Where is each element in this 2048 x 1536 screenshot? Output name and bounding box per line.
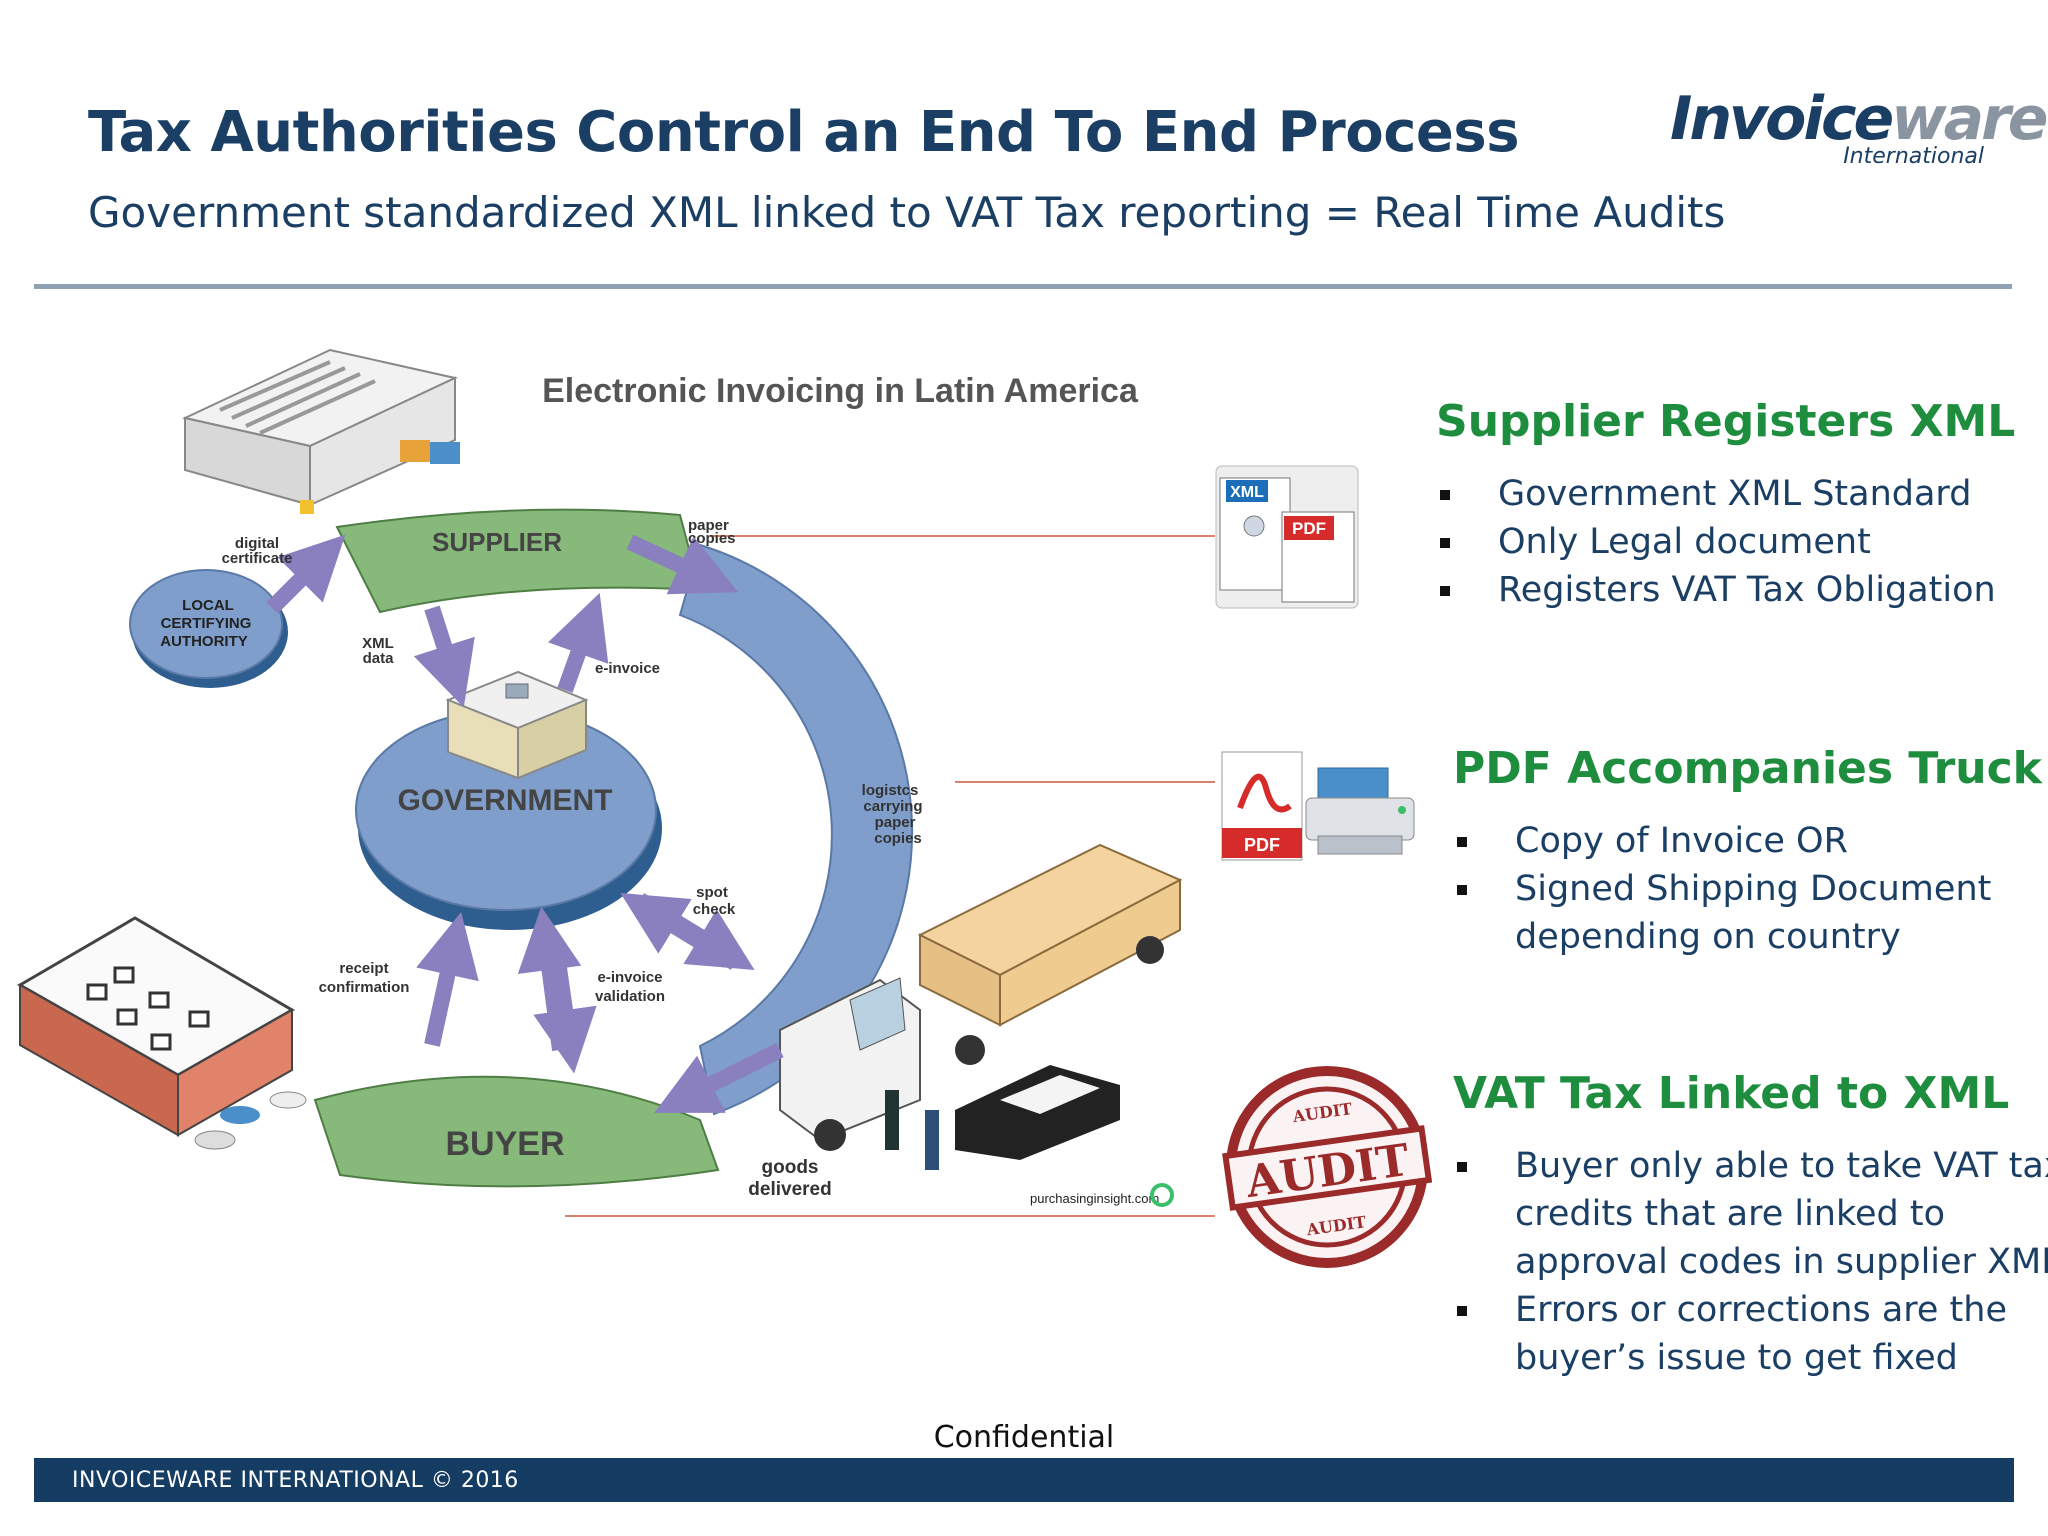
footer-copyright: INVOICEWARE INTERNATIONAL © 2016: [72, 1468, 519, 1493]
flow-arrows: [266, 534, 784, 1113]
logistics-label-3: paper: [875, 814, 916, 831]
logistics-label-4: copies: [874, 830, 922, 847]
buyer-node: [313, 1075, 720, 1188]
page-subtitle: Government standardized XML linked to VA…: [88, 188, 1726, 237]
xml-pdf-document-icon: XML PDF: [1215, 465, 1359, 609]
supplier-label: SUPPLIER: [432, 527, 562, 557]
section-pdf-title: PDF Accompanies Truck: [1453, 743, 2042, 794]
section-vat-title: VAT Tax Linked to XML: [1453, 1068, 2010, 1119]
logo-tagline: International: [1843, 144, 1984, 169]
bullet-item: Buyer only able to take VAT tax credits …: [1453, 1142, 2048, 1286]
source-logo-icon: [1150, 1183, 1174, 1207]
diagram-title: Electronic Invoicing in Latin America: [542, 372, 1139, 410]
bullet-line: buyer’s issue to get fixed: [1515, 1338, 1958, 1378]
invoiceware-logo: Invoiceware International: [1670, 84, 2048, 174]
receipt-label-2: confirmation: [319, 979, 410, 996]
e-invoicing-diagram: Electronic Invoicing in Latin America LO…: [16, 348, 1215, 1217]
pdf-printer-badge: PDF: [1244, 835, 1280, 855]
xml-data-label-1: XML: [362, 635, 394, 652]
logo-word-light: ware: [1891, 84, 2048, 154]
bullet-line: Buyer only able to take VAT tax: [1515, 1146, 2048, 1186]
government-building-illustration: [445, 670, 589, 780]
logo-word-dark: Invoice: [1670, 84, 1894, 154]
authority-label-2: CERTIFYING: [161, 615, 252, 632]
e-invoice-label: e-invoice: [595, 660, 660, 677]
source-credit: purchasinginsight.com: [1030, 1191, 1159, 1206]
bullet-line: depending on country: [1515, 917, 1901, 957]
section-supplier-title: Supplier Registers XML: [1436, 396, 2016, 447]
goods-label-2: delivered: [748, 1179, 831, 1200]
pdf-printer-icon: PDF: [1221, 751, 1415, 861]
truck-illustration: [779, 843, 1183, 1170]
digital-certificate-label-1: digital: [235, 535, 279, 552]
bullet-item: Only Legal document: [1436, 518, 1996, 566]
xml-data-label-2: data: [363, 650, 395, 667]
logistics-arc: [678, 543, 914, 1116]
paper-copies-label-1: paper: [688, 517, 729, 534]
pdf-badge: PDF: [1292, 519, 1326, 538]
warehouse-illustration: [181, 348, 460, 514]
header-divider: [34, 284, 2012, 289]
spot-check-label-2: check: [693, 901, 736, 918]
local-authority-node: [129, 569, 283, 679]
confidential-label: Confidential: [933, 1420, 1115, 1455]
goods-label-1: goods: [762, 1157, 819, 1178]
validation-label-2: validation: [595, 988, 665, 1005]
logistics-label-2: carrying: [863, 798, 922, 815]
government-label: GOVERNMENT: [397, 784, 612, 817]
spot-check-label-1: spot: [696, 884, 728, 901]
paper-copies-label-2: copies: [688, 530, 736, 547]
bullet-item: Signed Shipping Document depending on co…: [1453, 865, 1991, 961]
authority-label-1: LOCAL: [182, 597, 234, 614]
receipt-label-1: receipt: [339, 960, 388, 977]
buyer-building-illustration: [16, 916, 307, 1150]
validation-label-1: e-invoice: [597, 969, 662, 986]
xml-badge: XML: [1230, 484, 1264, 501]
bullet-item: Government XML Standard: [1436, 470, 1996, 518]
buyer-label: BUYER: [445, 1125, 564, 1163]
section-supplier-bullets: Government XML Standard Only Legal docum…: [1436, 470, 1996, 614]
logistics-label-1: logistcs: [862, 782, 919, 799]
supplier-node: [335, 508, 702, 614]
bullet-line: credits that are linked to: [1515, 1194, 1946, 1234]
section-pdf-bullets: Copy of Invoice OR Signed Shipping Docum…: [1453, 817, 1991, 961]
page-title: Tax Authorities Control an End To End Pr…: [88, 100, 1520, 165]
bullet-line: Signed Shipping Document: [1515, 869, 1992, 909]
section-vat-bullets: Buyer only able to take VAT tax credits …: [1453, 1142, 2048, 1382]
bullet-item: Errors or corrections are the buyer’s is…: [1453, 1286, 2048, 1382]
audit-stamp-icon: AUDIT AUDIT AUDIT: [1222, 1066, 1432, 1268]
bullet-item: Registers VAT Tax Obligation: [1436, 566, 1996, 614]
digital-certificate-label-2: certificate: [222, 550, 293, 567]
footer-bar: INVOICEWARE INTERNATIONAL © 2016: [34, 1458, 2014, 1502]
bullet-line: Errors or corrections are the: [1515, 1290, 2007, 1330]
bullet-item: Copy of Invoice OR: [1453, 817, 1991, 865]
bullet-line: approval codes in supplier XML: [1515, 1242, 2048, 1282]
authority-label-3: AUTHORITY: [160, 633, 248, 650]
